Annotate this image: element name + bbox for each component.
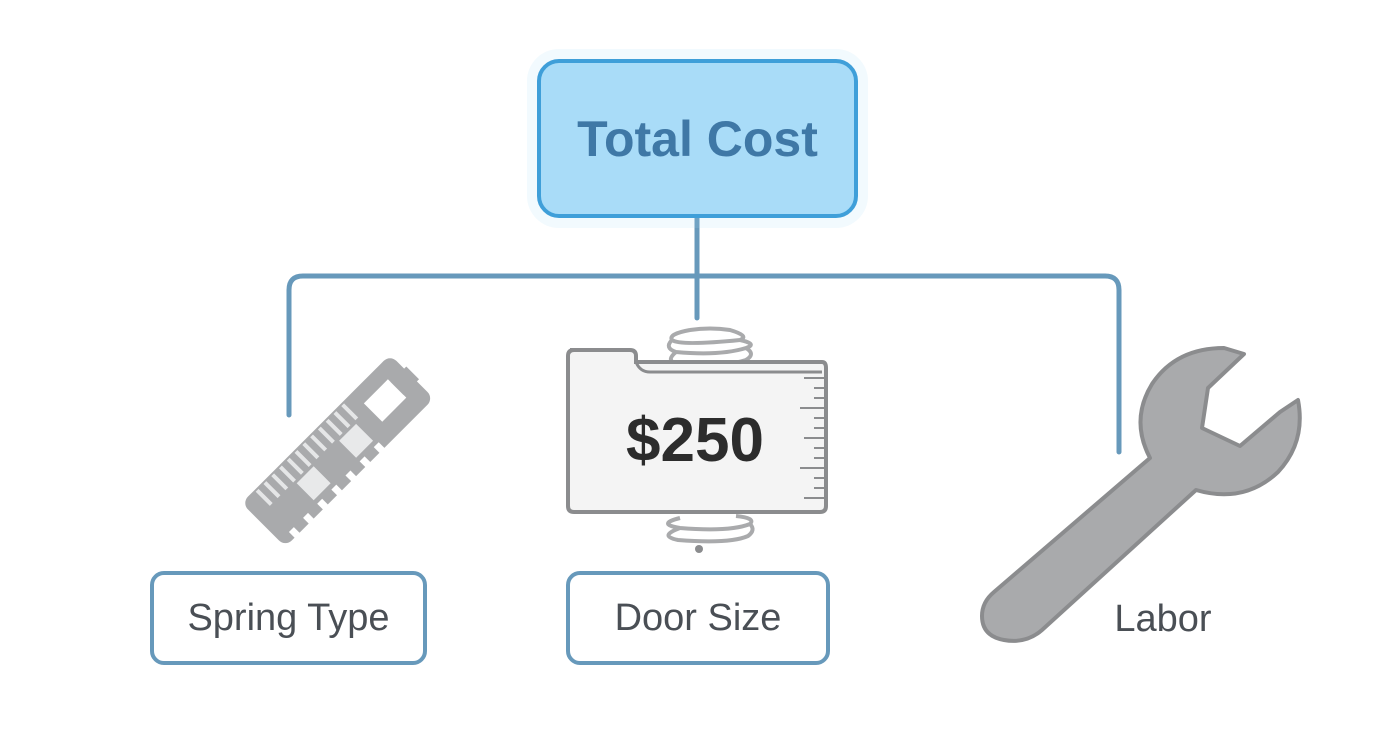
factor-node-door-size: Door Size [566, 571, 830, 665]
wrench-icon [980, 346, 1302, 643]
measuring-tag-icon [566, 326, 828, 553]
factor-node-spring-type: Spring Type [150, 571, 427, 665]
spring-strip-icon [245, 358, 431, 544]
factor-label-spring-type: Spring Type [187, 596, 390, 639]
factor-label-door-size: Door Size [614, 596, 782, 639]
root-node-total-cost: Total Cost [537, 59, 858, 218]
price-value: $250 [626, 405, 764, 475]
root-node-label: Total Cost [577, 110, 818, 167]
left-branch-line [286, 273, 700, 418]
right-branch-line [694, 273, 1122, 455]
factor-label-labor: Labor [1114, 597, 1212, 640]
